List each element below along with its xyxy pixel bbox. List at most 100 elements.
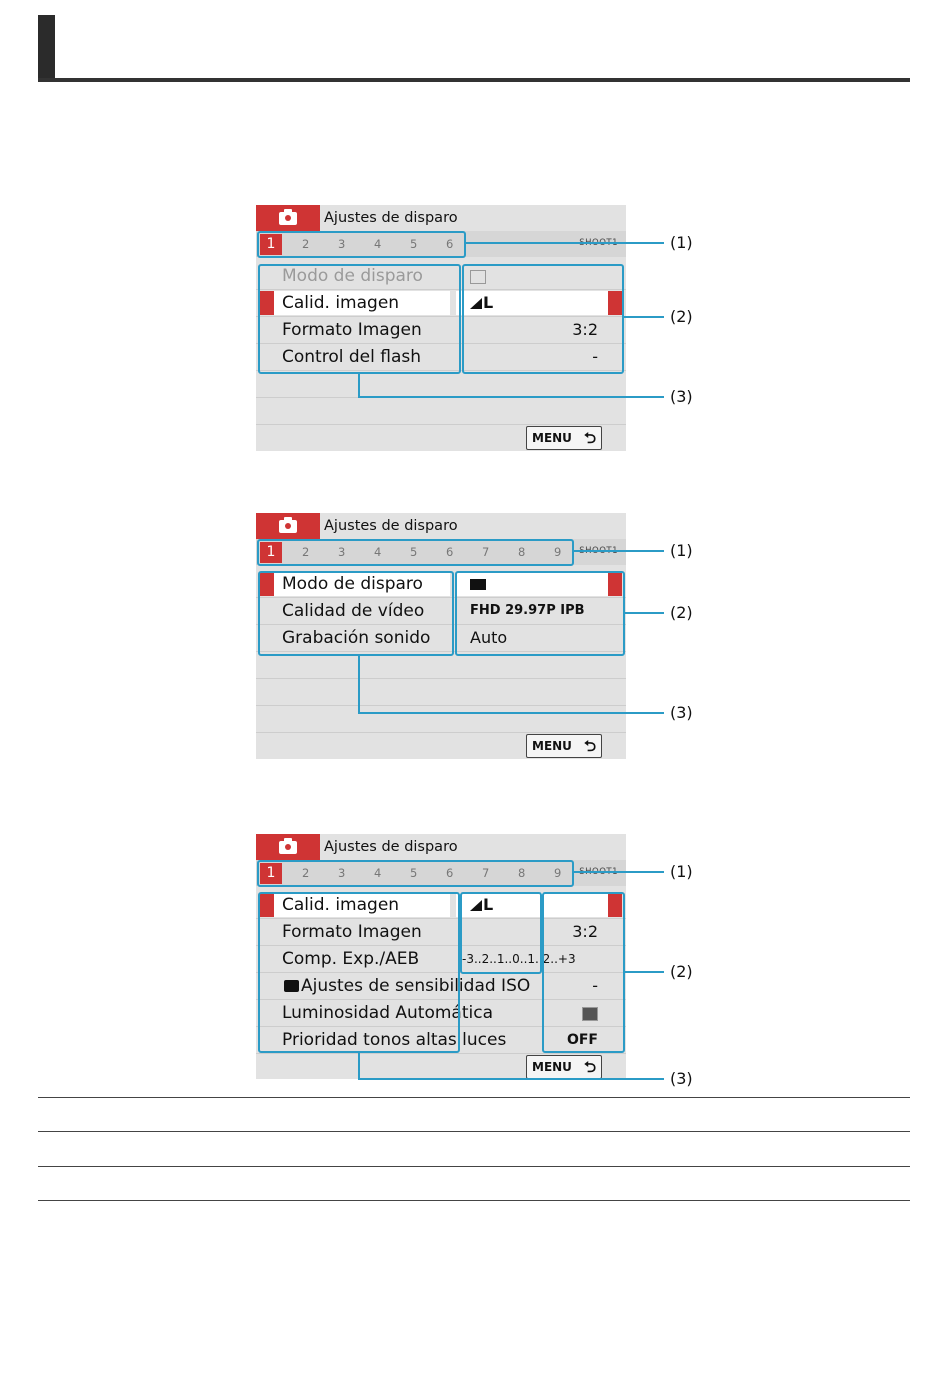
tab-6[interactable]: 6	[446, 866, 454, 880]
menu-row-selected[interactable]: Modo de disparo	[256, 571, 626, 598]
callout-label-2: (2)	[670, 603, 693, 622]
menu-row[interactable]: Luminosidad Automática	[256, 1000, 626, 1027]
callout-box-3	[258, 571, 454, 656]
menu-row-selected[interactable]: Calid. imagen L	[256, 290, 626, 317]
tab-5[interactable]: 5	[410, 545, 418, 559]
menu-row[interactable]: Grabación sonido Auto	[256, 625, 626, 652]
row-label: Calid. imagen	[282, 895, 400, 915]
callout-line-1	[464, 242, 664, 244]
callout-label-2: (2)	[670, 307, 693, 326]
menu-row-empty	[256, 371, 626, 398]
callout-label-3: (3)	[670, 703, 693, 722]
table-rule	[38, 1131, 910, 1132]
quality-icon	[470, 298, 482, 309]
tab-9[interactable]: 9	[554, 866, 562, 880]
callout-box-2	[462, 264, 624, 374]
row-value: Auto	[470, 628, 508, 647]
tab-6[interactable]: 6	[446, 237, 454, 251]
menu-row[interactable]: Formato Imagen 3:2	[256, 919, 626, 946]
tab-4[interactable]: 4	[374, 866, 382, 880]
tab-8[interactable]: 8	[518, 866, 526, 880]
row-label: Calid. imagen	[282, 293, 400, 313]
row-value: -	[592, 347, 598, 366]
callout-line-3v	[358, 374, 360, 398]
callout-label-3: (3)	[670, 1069, 693, 1088]
row-label: Formato Imagen	[282, 922, 422, 942]
menu-row-empty	[256, 706, 626, 733]
screen-title: Ajustes de disparo	[324, 210, 458, 226]
tab-7[interactable]: 7	[482, 866, 490, 880]
auto-scene-icon	[470, 266, 486, 285]
row-label: Comp. Exp./AEB	[282, 949, 420, 969]
tab-3[interactable]: 3	[338, 545, 346, 559]
callout-label-1: (1)	[670, 541, 693, 560]
return-arrow-icon: ⮌	[583, 737, 596, 755]
section-header-rule	[38, 78, 910, 82]
tab-6[interactable]: 6	[446, 545, 454, 559]
menu-row[interactable]: Comp. Exp./AEB -3..2..1..0..1..2..+3	[256, 946, 626, 973]
row-label: Modo de disparo	[282, 574, 423, 594]
tab-3[interactable]: 3	[338, 237, 346, 251]
tab-bar: 1 2 3 4 5 6 SHOOT1	[256, 231, 626, 257]
row-label: Luminosidad Automática	[282, 1003, 493, 1023]
camera-icon	[256, 205, 320, 231]
callout-line-2	[624, 612, 664, 614]
callout-box-2a	[460, 892, 542, 974]
tab-2[interactable]: 2	[302, 237, 310, 251]
menu-row-empty	[256, 652, 626, 679]
tab-9[interactable]: 9	[554, 545, 562, 559]
callout-box-2	[455, 571, 625, 656]
menu-row-selected[interactable]: Calid. imagen L	[256, 892, 626, 919]
tab-4[interactable]: 4	[374, 237, 382, 251]
callout-line-3v	[358, 1052, 360, 1080]
menu-back-button[interactable]: MENU⮌	[526, 426, 602, 450]
table-rule	[38, 1166, 910, 1167]
tab-1[interactable]: 1	[260, 542, 282, 563]
camera-icon	[256, 834, 320, 860]
tab-8[interactable]: 8	[518, 545, 526, 559]
callout-box-2b	[542, 892, 625, 1053]
quality-icon	[470, 900, 482, 911]
menu-row[interactable]: Formato Imagen 3:2	[256, 317, 626, 344]
tab-4[interactable]: 4	[374, 545, 382, 559]
tab-5[interactable]: 5	[410, 866, 418, 880]
tab-2[interactable]: 2	[302, 866, 310, 880]
exposure-scale: -3..2..1..0..1..2..+3	[462, 952, 576, 966]
tab-2[interactable]: 2	[302, 545, 310, 559]
screen-title: Ajustes de disparo	[324, 518, 458, 534]
row-label: Prioridad tonos altas luces	[282, 1030, 507, 1050]
callout-box-3	[258, 264, 461, 374]
camera-menu-screen-1: Ajustes de disparo 1 2 3 4 5 6 SHOOT1 Mo…	[256, 205, 626, 451]
callout-line-2	[624, 971, 664, 973]
tab-1[interactable]: 1	[260, 863, 282, 884]
callout-label-1: (1)	[670, 862, 693, 881]
callout-label-2: (2)	[670, 962, 693, 981]
menu-row[interactable]: Prioridad tonos altas luces OFF	[256, 1027, 626, 1054]
tab-5[interactable]: 5	[410, 237, 418, 251]
menu-back-button[interactable]: MENU⮌	[526, 1055, 602, 1079]
return-arrow-icon: ⮌	[583, 429, 596, 447]
return-arrow-icon: ⮌	[583, 1058, 596, 1076]
tab-7[interactable]: 7	[482, 545, 490, 559]
callout-line-1	[572, 550, 664, 552]
menu-row[interactable]: Control del flash -	[256, 344, 626, 371]
table-rule	[38, 1097, 910, 1098]
menu-row[interactable]: Ajustes de sensibilidad ISO -	[256, 973, 626, 1000]
tab-bar: 1 2 3 4 5 6 7 8 9 SHOOT1	[256, 539, 626, 565]
tab-bar: 1 2 3 4 5 6 7 8 9 SHOOT1	[256, 860, 626, 886]
callout-box-1	[257, 860, 574, 887]
tab-1[interactable]: 1	[260, 234, 282, 255]
callout-line-3h	[358, 396, 664, 398]
callout-line-1	[572, 871, 664, 873]
row-label: Formato Imagen	[282, 320, 422, 340]
table-rule	[38, 1200, 910, 1201]
callout-line-3h	[358, 712, 664, 714]
tab-3[interactable]: 3	[338, 866, 346, 880]
row-label: Ajustes de sensibilidad ISO	[284, 976, 530, 996]
menu-row[interactable]: Calidad de vídeo FHD 29.97P IPB	[256, 598, 626, 625]
camera-small-icon	[284, 980, 299, 992]
menu-row[interactable]: Modo de disparo	[256, 263, 626, 290]
menu-back-button[interactable]: MENU⮌	[526, 734, 602, 758]
row-label: Modo de disparo	[282, 266, 423, 286]
callout-line-3h	[358, 1078, 664, 1080]
